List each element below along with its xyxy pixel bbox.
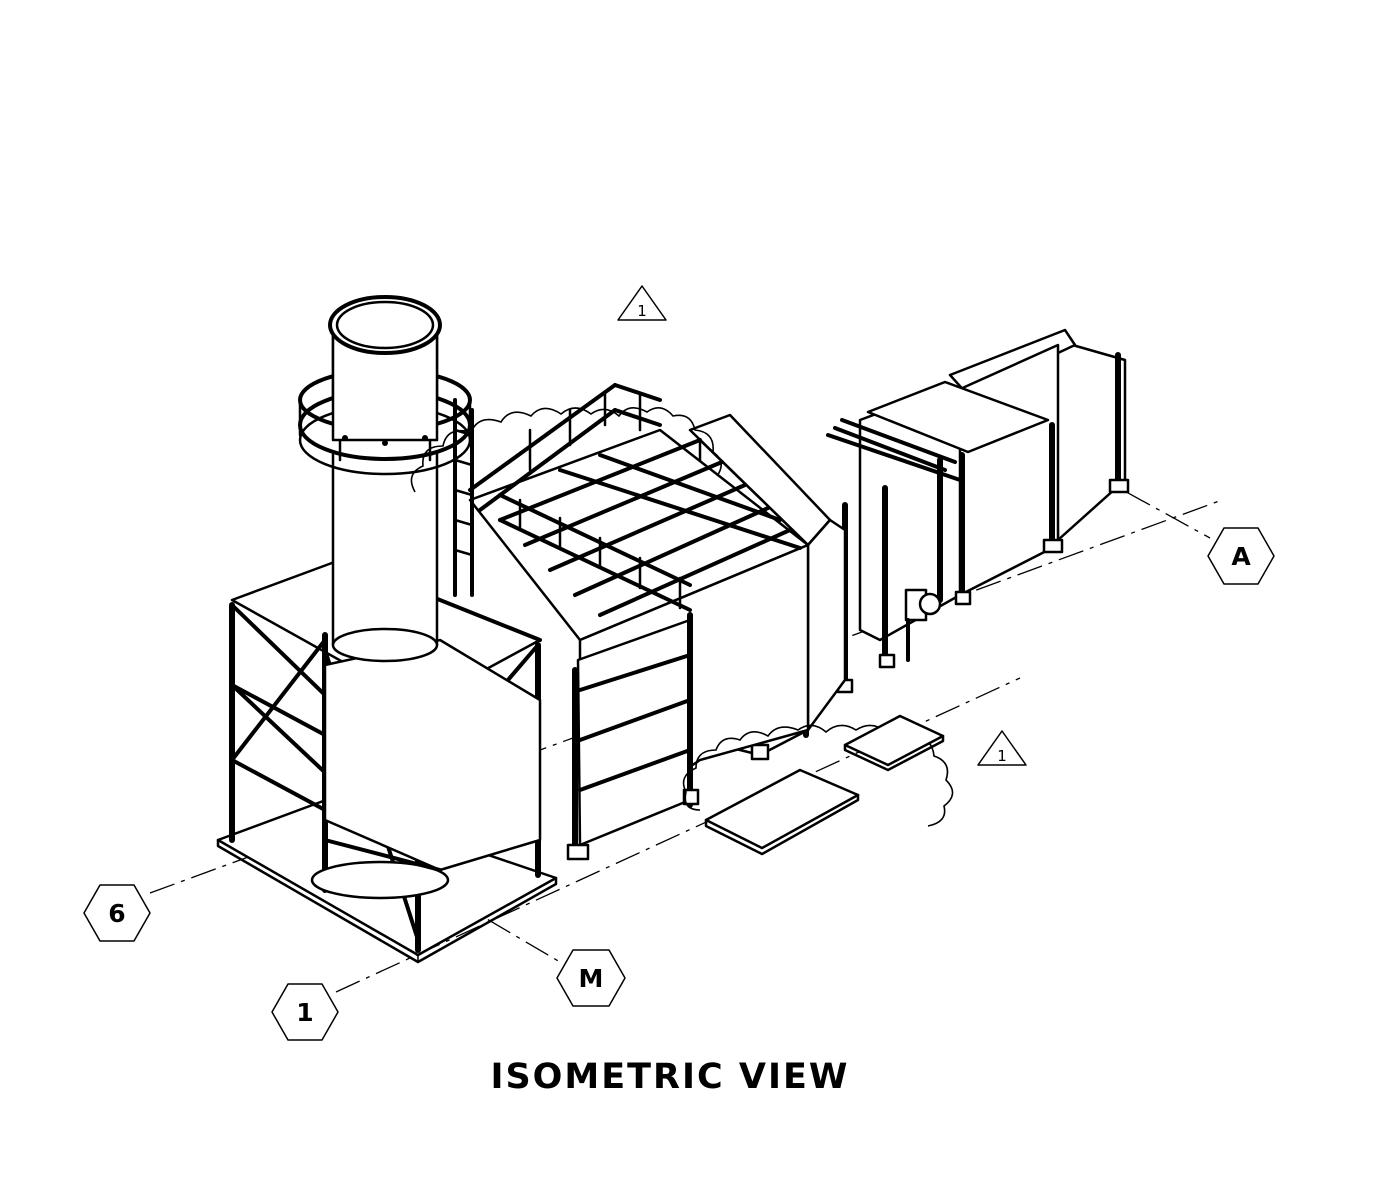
inlet-duct: [948, 328, 1130, 597]
view-title: ISOMETRIC VIEW: [490, 1057, 849, 1097]
exhaust-stack: [298, 295, 474, 663]
revision-mark-top-label: 1: [637, 302, 647, 320]
grid-bubble-m-label: M: [579, 964, 604, 993]
triangle-icon: [617, 285, 667, 321]
handrails: [468, 383, 692, 612]
revision-mark-right-label: 1: [997, 747, 1007, 765]
revision-mark-top: 1: [617, 285, 667, 321]
revision-mark-right: 1: [977, 730, 1027, 766]
hexagon-icon: [1207, 527, 1275, 585]
revision-cloud-top: [410, 407, 722, 493]
hexagon-icon: [83, 884, 151, 942]
grid-bubble-1-label: 1: [296, 998, 313, 1027]
hexagon-icon: [271, 983, 339, 1041]
grid-bubble-1: 1: [271, 983, 339, 1041]
grid-bubble-a: A: [1207, 527, 1275, 585]
revision-cloud-bottom: [682, 714, 954, 856]
main-casing: [468, 428, 810, 861]
grid-bubble-6: 6: [83, 884, 151, 942]
grid-bubble-m: M: [556, 949, 626, 1007]
triangle-icon: [977, 730, 1027, 766]
mid-duct: [826, 380, 1050, 694]
grid-bubble-6-label: 6: [108, 899, 125, 928]
hexagon-icon: [556, 949, 626, 1007]
grid-bubble-a-label: A: [1231, 542, 1251, 571]
